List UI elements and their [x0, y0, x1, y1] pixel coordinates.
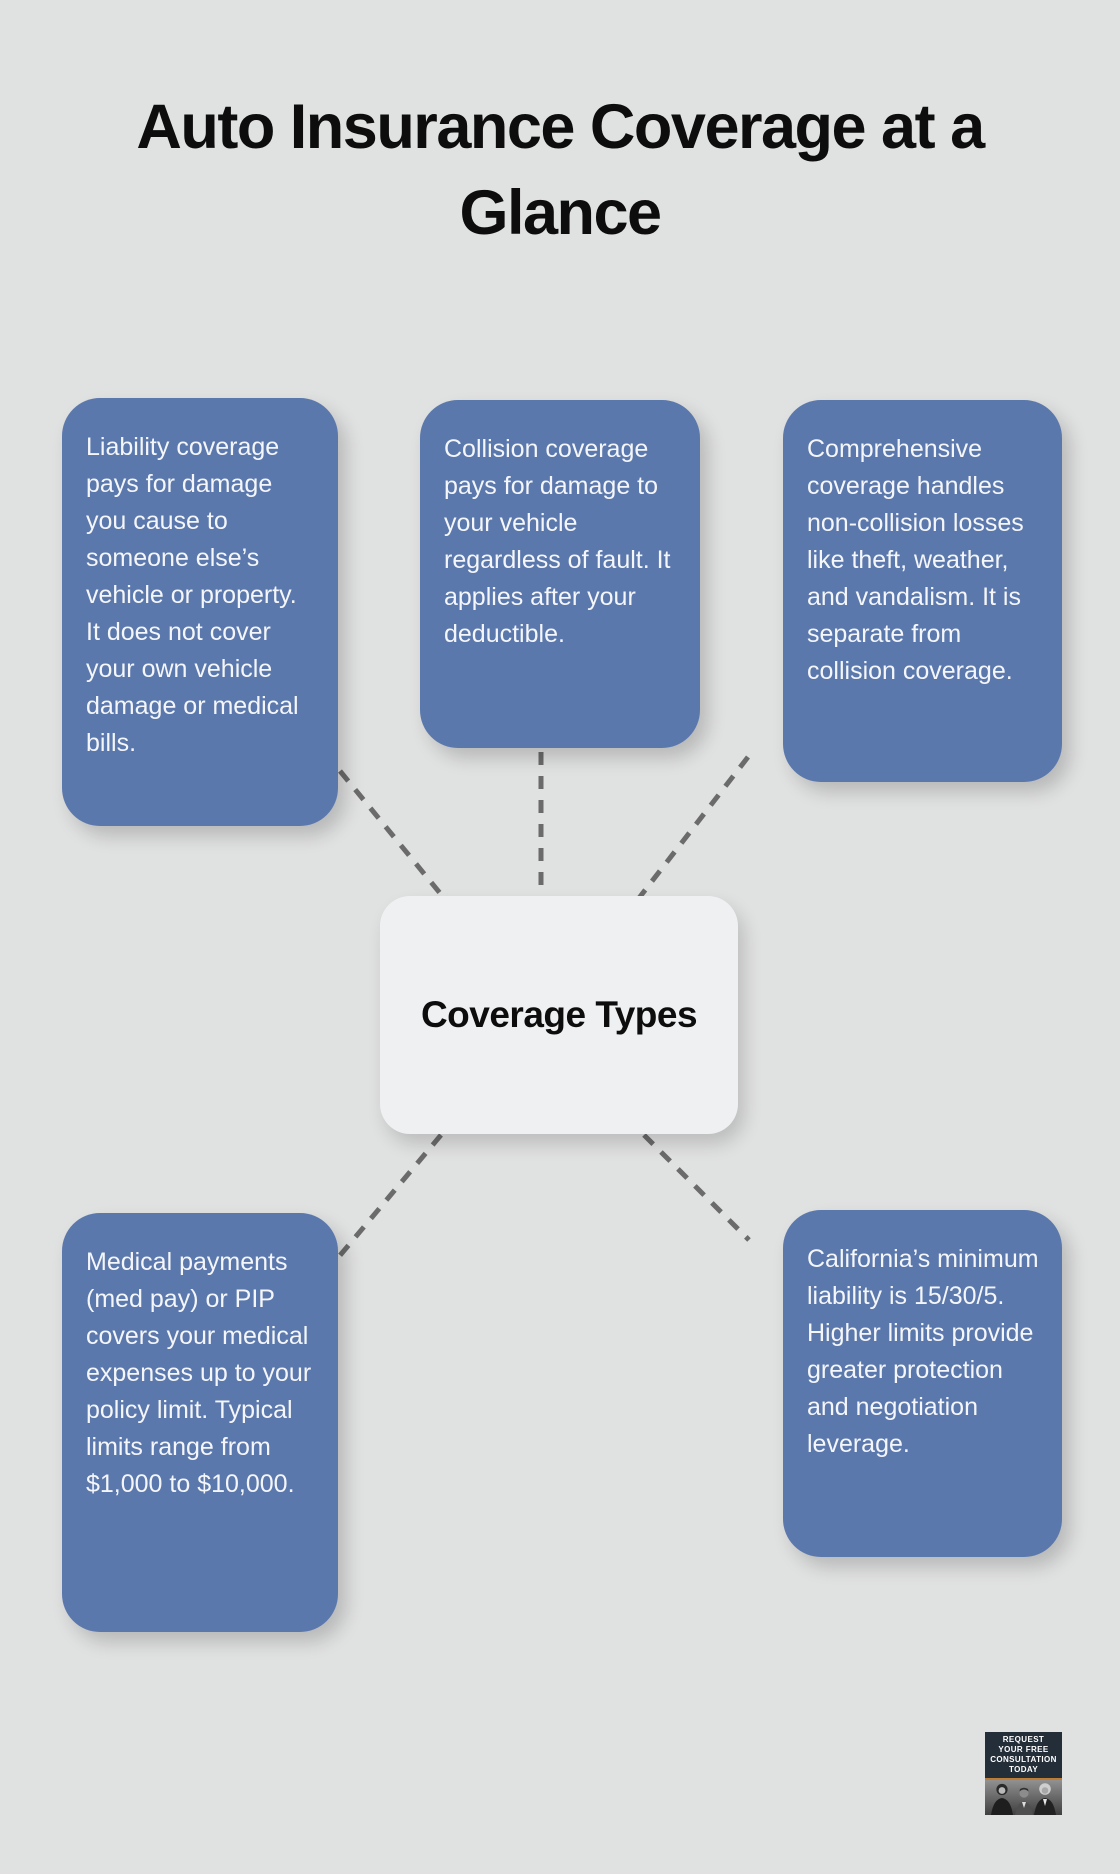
connector-medical	[335, 1133, 443, 1261]
connector-comprehensive	[637, 755, 750, 900]
card-comprehensive-text: Comprehensive coverage handles non-colli…	[807, 435, 1024, 685]
badge-line-4: TODAY	[1008, 1765, 1039, 1774]
badge-orange-divider	[985, 1778, 1062, 1780]
badge-line-3: CONSULTATION	[990, 1755, 1057, 1764]
consultation-badge: REQUEST YOUR FREE CONSULTATION TODAY	[985, 1732, 1062, 1815]
card-california-text: California’s minimum liability is 15/30/…	[807, 1245, 1039, 1458]
team-photo	[985, 1780, 1062, 1815]
connector-liability	[338, 769, 446, 900]
card-collision-text: Collision coverage pays for damage to yo…	[444, 435, 671, 648]
center-node-coverage-types: Coverage Types	[380, 896, 738, 1134]
badge-line-2: YOUR FREE	[998, 1745, 1049, 1754]
card-medical-payments: Medical payments (med pay) or PIP covers…	[62, 1213, 338, 1632]
card-california-minimums: California’s minimum liability is 15/30/…	[783, 1210, 1062, 1557]
card-medical-text: Medical payments (med pay) or PIP covers…	[86, 1248, 312, 1498]
card-comprehensive-coverage: Comprehensive coverage handles non-colli…	[783, 400, 1062, 782]
center-node-label: Coverage Types	[420, 994, 698, 1035]
page-title-line-2: Glance	[459, 178, 662, 248]
page-title-line-1: Auto Insurance Coverage at a	[136, 92, 985, 162]
page-title: Auto Insurance Coverage at a Glance	[0, 84, 1120, 256]
consultation-badge-text: REQUEST YOUR FREE CONSULTATION TODAY	[985, 1732, 1062, 1778]
card-liability-coverage: Liability coverage pays for damage you c…	[62, 398, 338, 826]
card-liability-text: Liability coverage pays for damage you c…	[86, 433, 299, 757]
card-collision-coverage: Collision coverage pays for damage to yo…	[420, 400, 700, 748]
badge-line-1: REQUEST	[1002, 1735, 1045, 1744]
connector-california	[642, 1133, 751, 1242]
